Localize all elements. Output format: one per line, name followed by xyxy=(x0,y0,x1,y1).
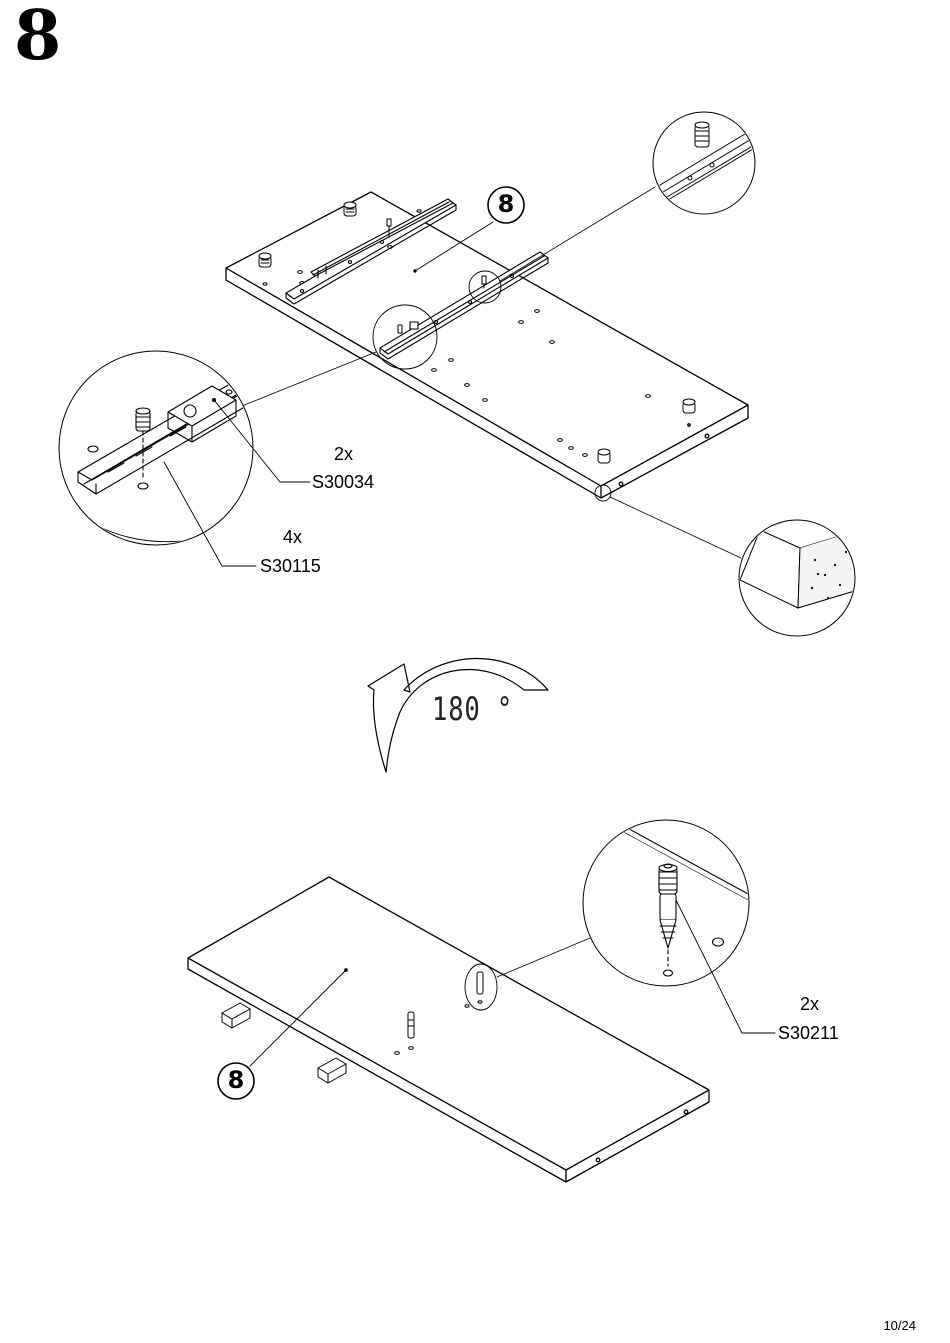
panel-callout-top-number: 8 xyxy=(496,190,516,218)
zoom-detail-rail-screw xyxy=(653,112,768,214)
rotation-label: 180 ° xyxy=(432,690,513,728)
zoom-detail-rail-fitting xyxy=(59,351,253,545)
page-number: 10/24 xyxy=(883,1318,916,1333)
zoom-detail-panel-edge xyxy=(739,510,860,636)
part-qty-s30211: 2x xyxy=(800,994,819,1015)
part-qty-s30115: 4x xyxy=(283,527,302,548)
part-code-s30034: S30034 xyxy=(312,472,374,493)
top-panel xyxy=(226,192,748,501)
part-code-s30211: S30211 xyxy=(778,1023,839,1044)
part-qty-s30034: 2x xyxy=(334,444,353,465)
part-code-s30115: S30115 xyxy=(260,556,321,577)
panel-callout-bottom-number: 8 xyxy=(226,1066,246,1094)
zoom-detail-dowel xyxy=(583,820,750,986)
